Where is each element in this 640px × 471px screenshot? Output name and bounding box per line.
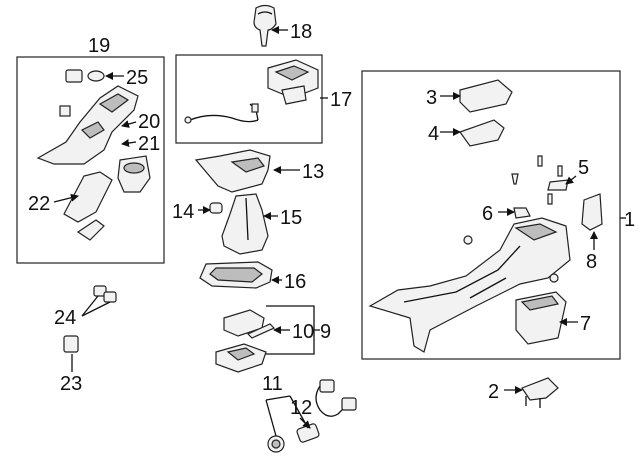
leader-21 xyxy=(121,139,137,147)
armrest-lid-part[interactable] xyxy=(459,119,505,147)
group-frame-19 xyxy=(16,56,165,264)
trim-ring-part[interactable] xyxy=(199,261,273,289)
leader-12 xyxy=(299,417,311,429)
storage-bin-part[interactable] xyxy=(515,291,567,345)
side-cover-part[interactable] xyxy=(581,193,603,231)
shift-lever-assembly-part[interactable] xyxy=(184,59,319,124)
callout-1: 1 xyxy=(624,209,635,231)
callout-14: 14 xyxy=(172,201,194,223)
connector-part[interactable] xyxy=(93,285,117,303)
cup-holder-part[interactable] xyxy=(117,155,151,193)
shift-boot-part[interactable] xyxy=(221,193,269,255)
callout-22: 22 xyxy=(28,193,50,215)
console-body-part[interactable] xyxy=(368,217,571,353)
callout-6: 6 xyxy=(482,203,493,225)
lighter-part[interactable] xyxy=(267,435,285,453)
spring-clip-part[interactable] xyxy=(76,219,105,241)
bracket-part[interactable] xyxy=(521,377,559,408)
shift-knob-part[interactable] xyxy=(253,4,277,47)
callout-10: 10 xyxy=(292,321,314,343)
callout-25: 25 xyxy=(126,67,148,89)
armrest-pad-part[interactable] xyxy=(459,79,513,113)
leader-22 xyxy=(53,193,79,203)
callout-11: 11 xyxy=(262,373,283,395)
leader-5 xyxy=(565,175,577,185)
callout-5: 5 xyxy=(578,157,589,179)
callout-19: 19 xyxy=(88,35,110,57)
callout-20: 20 xyxy=(138,111,160,133)
switch-part[interactable] xyxy=(65,69,83,83)
callout-3: 3 xyxy=(426,87,437,109)
callout-23: 23 xyxy=(60,373,82,395)
harness-part[interactable] xyxy=(315,379,357,417)
leader-20 xyxy=(121,120,137,128)
callout-12: 12 xyxy=(290,397,312,419)
callout-21: 21 xyxy=(138,133,160,155)
bulb-part[interactable] xyxy=(63,335,79,353)
callout-15: 15 xyxy=(280,207,302,229)
callout-9: 9 xyxy=(320,321,331,343)
callout-13: 13 xyxy=(302,161,324,183)
callout-24: 24 xyxy=(54,307,76,329)
callout-2: 2 xyxy=(488,381,499,403)
callout-18: 18 xyxy=(290,21,312,43)
callout-8: 8 xyxy=(586,251,597,273)
clip-nut-part[interactable] xyxy=(513,207,531,219)
group-frame-1 xyxy=(361,70,621,360)
tray-part[interactable] xyxy=(63,171,113,223)
callout-7: 7 xyxy=(580,313,591,335)
callout-17: 17 xyxy=(330,89,352,111)
cap-part[interactable] xyxy=(87,70,105,82)
leader-9-bracket xyxy=(266,305,320,355)
console-panel-part[interactable] xyxy=(36,85,139,165)
shifter-bezel-part[interactable] xyxy=(194,149,271,193)
callout-16: 16 xyxy=(284,271,306,293)
bracket-lower-part[interactable] xyxy=(215,343,267,373)
callout-4: 4 xyxy=(428,123,439,145)
screw-set-part[interactable] xyxy=(511,155,569,205)
leader-24 xyxy=(81,295,111,317)
clip-part[interactable] xyxy=(209,202,223,214)
group-frame-17 xyxy=(175,54,323,144)
